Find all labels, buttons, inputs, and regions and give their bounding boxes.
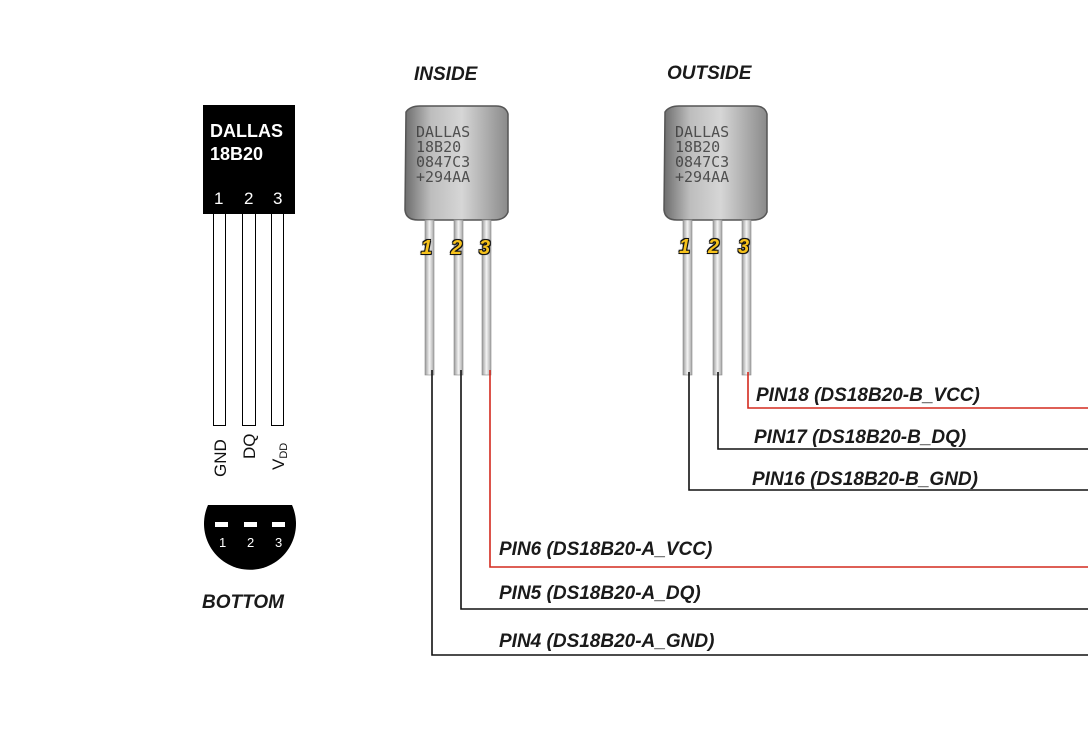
outside-pin-badge-2: 2 (708, 236, 720, 258)
inside-pin-badge-1: 1 (421, 237, 433, 259)
wire-b-gnd (688, 372, 1088, 491)
outside-chip-marking: DALLAS 18B20 0847C3 +294AA (675, 123, 730, 186)
inside-pin-badge-3: 3 (479, 237, 491, 259)
outside-chip (663, 105, 768, 376)
bottom-view (204, 505, 296, 570)
outside-pin-badge-3: 3 (738, 236, 750, 258)
inside-pin-badge-2: 2 (451, 237, 463, 259)
bottom-pin-number-2: 2 (247, 535, 255, 550)
schematic-pin-number-2: 2 (244, 189, 254, 208)
package-body (203, 105, 295, 214)
outside-heading: OUTSIDE (667, 63, 752, 84)
bottom-pin-number-3: 3 (275, 535, 283, 550)
label-pin4-a-gnd: PIN4 (DS18B20-A_GND) (499, 631, 715, 652)
schematic-lead-1 (213, 213, 226, 426)
label-pin5-a-dq: PIN5 (DS18B20-A_DQ) (499, 583, 701, 604)
package-part: 18B20 (210, 144, 264, 164)
label-pin6-a-vcc: PIN6 (DS18B20-A_VCC) (499, 539, 713, 560)
schematic-pin-number-3: 3 (273, 189, 283, 208)
wire-a-vcc (489, 370, 1088, 568)
outside-pin-badge-1: 1 (679, 236, 691, 258)
wire-a-gnd (431, 370, 1088, 656)
label-pin18-b-vcc: PIN18 (DS18B20-B_VCC) (756, 385, 980, 406)
schematic-pin-number-1: 1 (214, 189, 224, 208)
inside-chip-marking: DALLAS 18B20 0847C3 +294AA (416, 123, 471, 186)
package-brand: DALLAS (210, 121, 283, 141)
label-pin17-b-dq: PIN17 (DS18B20-B_DQ) (754, 427, 967, 448)
wiring (431, 370, 1088, 656)
schematic-lead-2 (242, 213, 256, 426)
wire-b-dq (717, 372, 1088, 450)
schematic-lead-3 (271, 213, 284, 426)
wire-b-vcc (747, 372, 1088, 409)
label-pin16-b-gnd: PIN16 (DS18B20-B_GND) (752, 469, 978, 490)
inside-heading: INSIDE (414, 64, 478, 85)
wire-a-dq (460, 370, 1088, 610)
bottom-pin-number-1: 1 (219, 535, 227, 550)
inside-chip (404, 105, 509, 376)
bottom-label: BOTTOM (202, 592, 284, 613)
